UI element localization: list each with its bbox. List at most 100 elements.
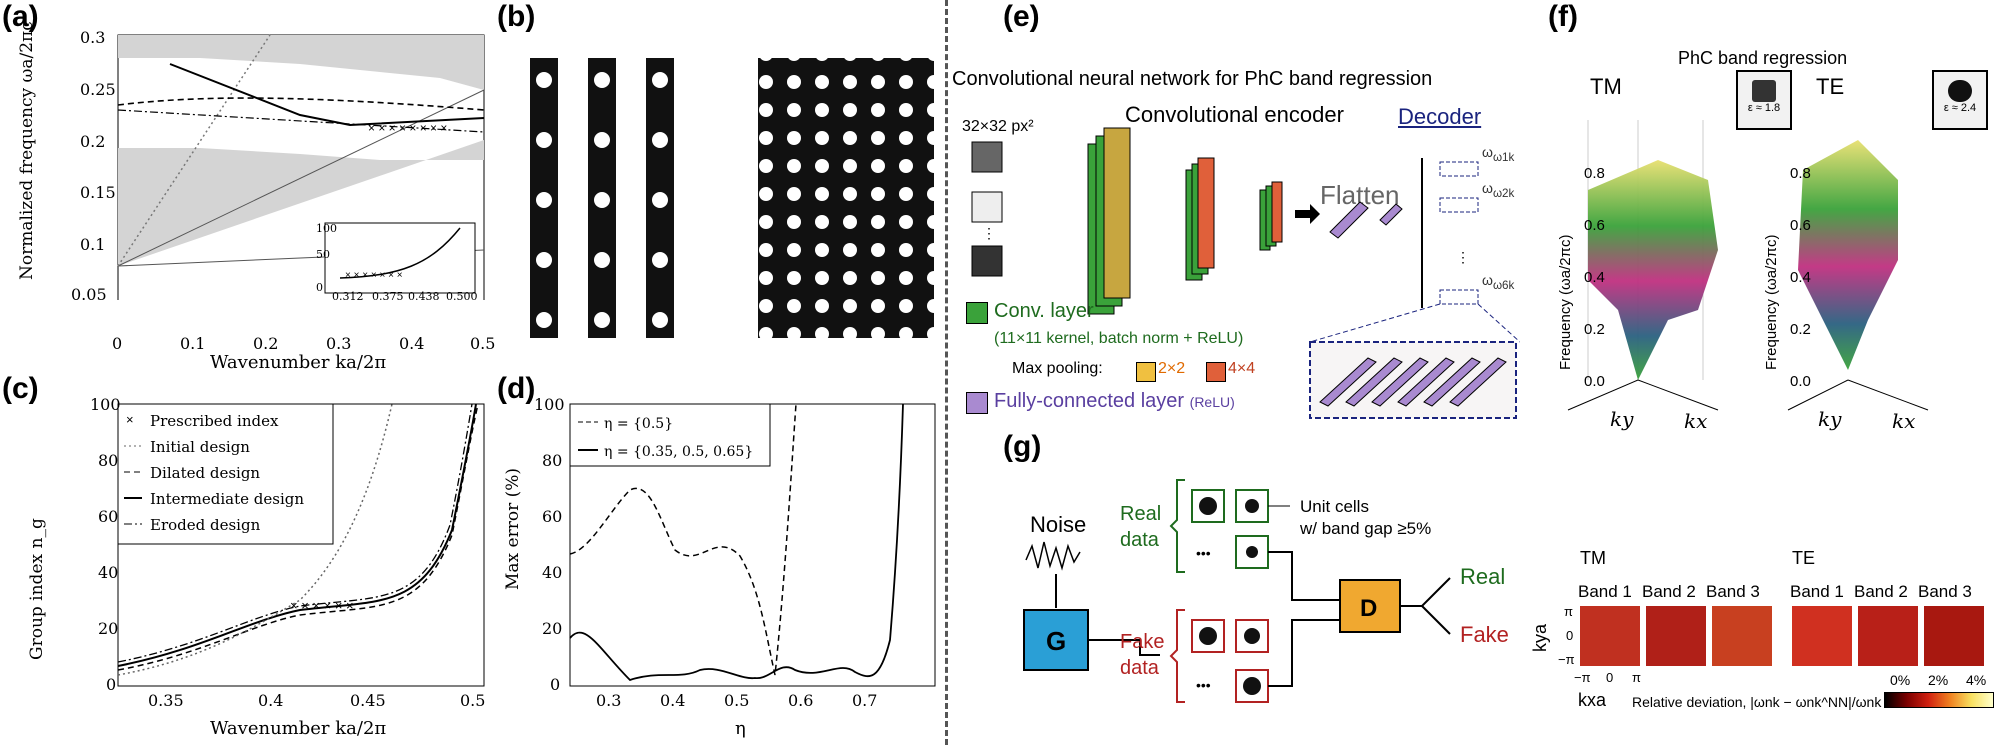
svg-text:0: 0 — [550, 675, 560, 694]
svg-text:50: 50 — [316, 248, 330, 261]
panel-b-structures — [530, 58, 934, 338]
panel-g-label: (g) — [1003, 430, 1042, 463]
svg-text:Frequency (ωa/2πc): Frequency (ωa/2πc) — [1557, 235, 1574, 370]
svg-text:Unit cells: Unit cells — [1300, 497, 1369, 516]
tm-band3-map — [1712, 606, 1772, 666]
svg-text:100: 100 — [90, 395, 121, 414]
svg-text:0.15: 0.15 — [80, 183, 116, 202]
cnn-diagram: ⋮ ⋮ — [971, 127, 1520, 419]
te-band3-map — [1924, 606, 1984, 666]
legend-pool: Max pooling: — [1012, 360, 1103, 377]
svg-text:Fake: Fake — [1460, 622, 1509, 647]
svg-text:0.438: 0.438 — [408, 290, 440, 300]
panel-b-label: (b) — [497, 0, 536, 33]
svg-text:η = {0.5}: η = {0.5} — [604, 416, 673, 432]
panel-e-title: Convolutional neural network for PhC ban… — [952, 68, 1433, 90]
svg-text:0.05: 0.05 — [71, 285, 107, 300]
map-x-label: kxa — [1578, 690, 1607, 710]
omega-6-label: ωω6k — [1482, 272, 1515, 292]
svg-text:Eroded design: Eroded design — [150, 516, 261, 534]
svg-text:0.0: 0.0 — [1584, 373, 1605, 390]
omega-1-label: ωω1k — [1482, 144, 1515, 164]
legend-conv: Conv. layer — [994, 300, 1094, 322]
svg-text:20: 20 — [542, 619, 562, 638]
svg-text:0.2: 0.2 — [1790, 321, 1811, 338]
svg-text:0.4: 0.4 — [1790, 269, 1811, 286]
tm-label: TM — [1590, 74, 1622, 99]
svg-text:0.35: 0.35 — [148, 691, 184, 710]
svg-text:data: data — [1120, 529, 1160, 551]
svg-text:Intermediate design: Intermediate design — [150, 490, 304, 508]
legend-conv-swatch — [966, 302, 988, 324]
conv-block-2 — [1185, 157, 1215, 281]
svg-text:⋮: ⋮ — [1456, 249, 1470, 265]
map-y-label: kya — [1530, 623, 1550, 652]
svg-text:0.2: 0.2 — [80, 132, 105, 151]
panel-a-label: (a) — [2, 0, 39, 33]
te-label: TE — [1816, 74, 1845, 99]
svg-text:Fake: Fake — [1120, 631, 1164, 653]
svg-text:0.312: 0.312 — [332, 290, 364, 300]
svg-text:0.375: 0.375 — [372, 290, 404, 300]
svg-text:D: D — [1360, 595, 1377, 622]
map-y-neg-pi: −π — [1558, 652, 1575, 667]
legend-conv-detail: (11×11 kernel, batch norm + ReLU) — [994, 330, 1244, 347]
svg-text:0.4: 0.4 — [258, 691, 283, 710]
te-unit-cell: ε ≈ 2.4 — [1932, 70, 1988, 130]
gan-diagram: Noise G Real data ••• Fake data ••• Unit… — [1023, 479, 1509, 703]
map-y-pi: π — [1564, 604, 1573, 619]
svg-text:0: 0 — [106, 675, 116, 694]
svg-text:Dilated design: Dilated design — [150, 464, 260, 482]
band-surfaces: 0.8 0.6 0.4 0.2 0.0 0.8 0.6 0.4 0.2 0.0 … — [1557, 120, 1929, 433]
svg-text:0.2: 0.2 — [1584, 321, 1605, 338]
panel-d-label: (d) — [497, 372, 536, 405]
panel-c-xlabel: Wavenumber ka/2π — [210, 718, 387, 739]
panel-a-plot: × × × × × × × × × × × × × × × 0.312 0.37… — [17, 21, 485, 300]
svg-text:Initial design: Initial design — [150, 438, 250, 456]
pool-4x4-swatch — [1206, 362, 1226, 382]
svg-text:0.8: 0.8 — [1584, 165, 1605, 182]
svg-text:η = {0.35, 0.5, 0.65}: η = {0.35, 0.5, 0.65} — [604, 444, 753, 460]
svg-text:0.1: 0.1 — [80, 235, 105, 254]
svg-text:0.3: 0.3 — [596, 691, 621, 710]
svg-text:Normalized frequency ωa/2πc: Normalized frequency ωa/2πc — [17, 21, 37, 280]
svg-text:0.6: 0.6 — [1790, 217, 1811, 234]
svg-text:80: 80 — [542, 451, 562, 470]
svg-text:0.7: 0.7 — [852, 691, 877, 710]
pool-2x2-swatch — [1136, 362, 1156, 382]
svg-text:60: 60 — [542, 507, 562, 526]
svg-text:0.5: 0.5 — [460, 691, 485, 710]
tm-map-label: TM — [1580, 548, 1606, 568]
svg-text:G: G — [1046, 626, 1066, 656]
svg-text:0.3: 0.3 — [80, 28, 105, 47]
panel-c-label: (c) — [2, 372, 39, 405]
tm-band2-map — [1646, 606, 1706, 666]
svg-text:×: × — [126, 412, 134, 427]
svg-text:ky: ky — [1818, 407, 1842, 431]
svg-text:0.6: 0.6 — [788, 691, 813, 710]
svg-text:0.8: 0.8 — [1790, 165, 1811, 182]
svg-text:⋮: ⋮ — [982, 225, 996, 241]
colorbar — [1884, 692, 1994, 708]
panel-f-label: (f) — [1548, 0, 1578, 33]
svg-text:Real: Real — [1460, 564, 1505, 589]
svg-text:× × × × × × ×: × × × × × × × — [345, 270, 403, 281]
te-map-label: TE — [1792, 548, 1816, 568]
legend-fc: Fully-connected layer (ReLU) — [994, 390, 1235, 412]
svg-text:•••: ••• — [1196, 677, 1211, 693]
panel-f-title: PhC band regression — [1678, 48, 1848, 68]
colorbar-label: Relative deviation, |ωnk − ωnk^NN|/ωnk — [1632, 694, 1882, 710]
svg-text:kx: kx — [1684, 409, 1707, 433]
svg-text:0.4: 0.4 — [660, 691, 685, 710]
svg-text:kx: kx — [1892, 409, 1915, 433]
encoder-label: Convolutional encoder — [1125, 102, 1344, 127]
pool-2x2: 2×2 — [1158, 360, 1186, 377]
svg-text:data: data — [1120, 657, 1160, 679]
svg-text:Prescribed index: Prescribed index — [150, 412, 279, 430]
omega-2-label: ωω2k — [1482, 180, 1515, 200]
input-size: 32×32 px² — [962, 118, 1034, 135]
svg-text:60: 60 — [98, 507, 118, 526]
svg-text:Max error (%): Max error (%) — [503, 468, 523, 590]
svg-text:0.25: 0.25 — [80, 80, 116, 99]
svg-text:20: 20 — [98, 619, 118, 638]
